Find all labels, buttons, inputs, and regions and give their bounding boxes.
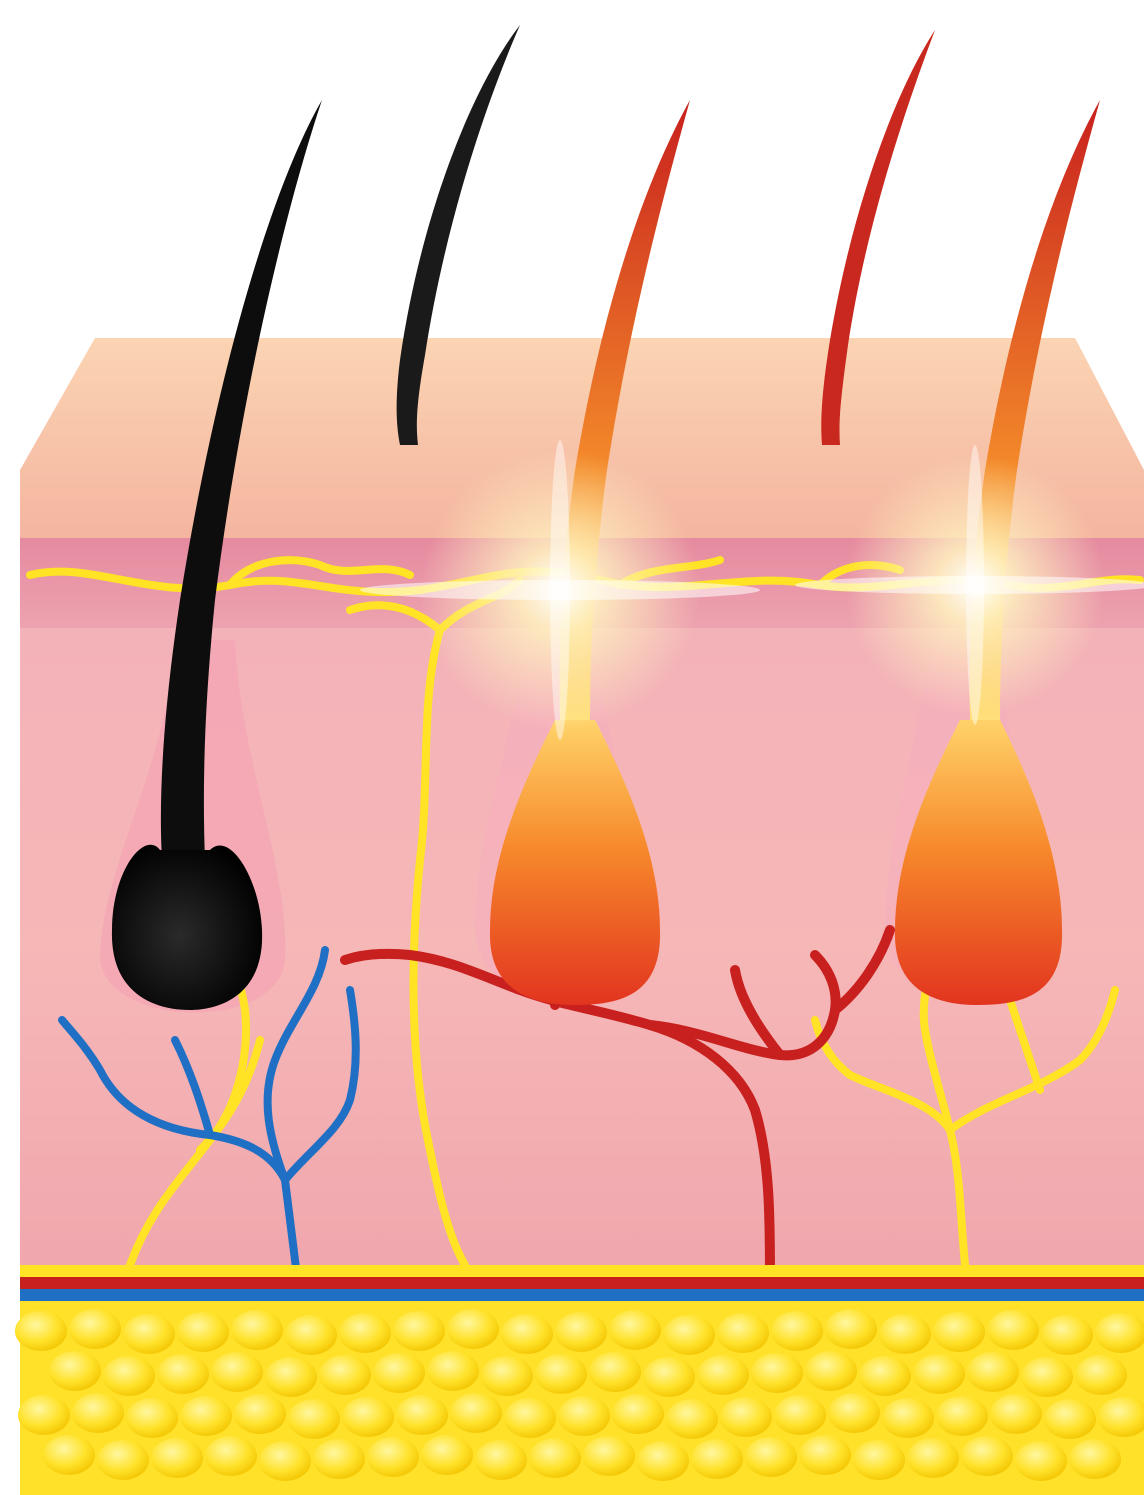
fat-cell <box>43 1435 95 1475</box>
fat-cell <box>18 1395 70 1435</box>
fat-cell <box>231 1310 283 1350</box>
fat-cell <box>447 1309 499 1349</box>
fat-cell <box>177 1312 229 1352</box>
fat-cell <box>69 1309 121 1349</box>
fat-cell <box>961 1436 1013 1476</box>
fat-cell <box>421 1435 473 1475</box>
fat-cell <box>805 1351 857 1391</box>
fat-cell <box>637 1441 689 1481</box>
fat-cell <box>504 1398 556 1438</box>
fat-cell <box>663 1315 715 1355</box>
fat-cell <box>609 1310 661 1350</box>
fat-cell <box>555 1312 607 1352</box>
fat-cell <box>913 1354 965 1394</box>
fat-cell <box>1044 1399 1096 1439</box>
fat-cell <box>157 1354 209 1394</box>
fat-cell <box>697 1355 749 1395</box>
fat-cell <box>745 1437 797 1477</box>
fat-cell <box>450 1393 502 1433</box>
fat-cell <box>373 1353 425 1393</box>
fat-cell <box>396 1395 448 1435</box>
fat-cell <box>103 1356 155 1396</box>
fat-cell <box>612 1394 664 1434</box>
fat-cell <box>907 1438 959 1478</box>
fat-cell <box>393 1311 445 1351</box>
fat-cell <box>987 1310 1039 1350</box>
fat-cell <box>691 1439 743 1479</box>
fat-cell <box>313 1439 365 1479</box>
fat-cell <box>879 1314 931 1354</box>
fat-cell <box>475 1440 527 1480</box>
fat-cell <box>285 1315 337 1355</box>
fat-cell <box>828 1393 880 1433</box>
fat-cell <box>180 1396 232 1436</box>
fat-cell <box>501 1314 553 1354</box>
fat-cell <box>339 1313 391 1353</box>
fat-cell <box>558 1396 610 1436</box>
fat-cell <box>126 1398 178 1438</box>
fat-cell <box>589 1352 641 1392</box>
fat-cell <box>1041 1315 1093 1355</box>
fat-cell <box>583 1436 635 1476</box>
fat-cell <box>771 1311 823 1351</box>
fat-cell <box>666 1399 718 1439</box>
fat-cell <box>643 1357 695 1397</box>
fat-cell <box>853 1440 905 1480</box>
fat-cell <box>720 1397 772 1437</box>
fat-cell <box>427 1351 479 1391</box>
base-nerve-line <box>20 1265 1144 1277</box>
fat-cell <box>774 1395 826 1435</box>
fat-cell <box>342 1397 394 1437</box>
fat-cell <box>1015 1441 1067 1481</box>
fat-cell <box>1021 1357 1073 1397</box>
fat-cell <box>123 1314 175 1354</box>
fat-cell <box>751 1353 803 1393</box>
fat-cell <box>97 1440 149 1480</box>
fat-cell <box>535 1354 587 1394</box>
fat-cell <box>49 1351 101 1391</box>
fat-cell <box>15 1311 67 1351</box>
fat-cell <box>259 1441 311 1481</box>
fat-cell <box>882 1398 934 1438</box>
fat-cell <box>1075 1355 1127 1395</box>
base-artery-line <box>20 1277 1144 1289</box>
fat-cell <box>72 1393 124 1433</box>
fat-cell <box>933 1312 985 1352</box>
fat-cell <box>967 1352 1019 1392</box>
fat-cell <box>936 1396 988 1436</box>
fat-cell <box>799 1435 851 1475</box>
fat-cell <box>151 1438 203 1478</box>
fat-cell <box>825 1309 877 1349</box>
fat-cell <box>211 1352 263 1392</box>
fat-cell <box>481 1356 533 1396</box>
fat-cell <box>265 1357 317 1397</box>
fat-cell <box>859 1356 911 1396</box>
fat-cell <box>529 1438 581 1478</box>
fat-cell <box>205 1436 257 1476</box>
fat-cell <box>1069 1439 1121 1479</box>
fat-cell <box>717 1313 769 1353</box>
fat-cell <box>990 1394 1042 1434</box>
fat-cell <box>234 1394 286 1434</box>
fat-cell <box>367 1437 419 1477</box>
fat-cell <box>288 1399 340 1439</box>
fat-cell <box>319 1355 371 1395</box>
base-vein-line <box>20 1289 1144 1301</box>
